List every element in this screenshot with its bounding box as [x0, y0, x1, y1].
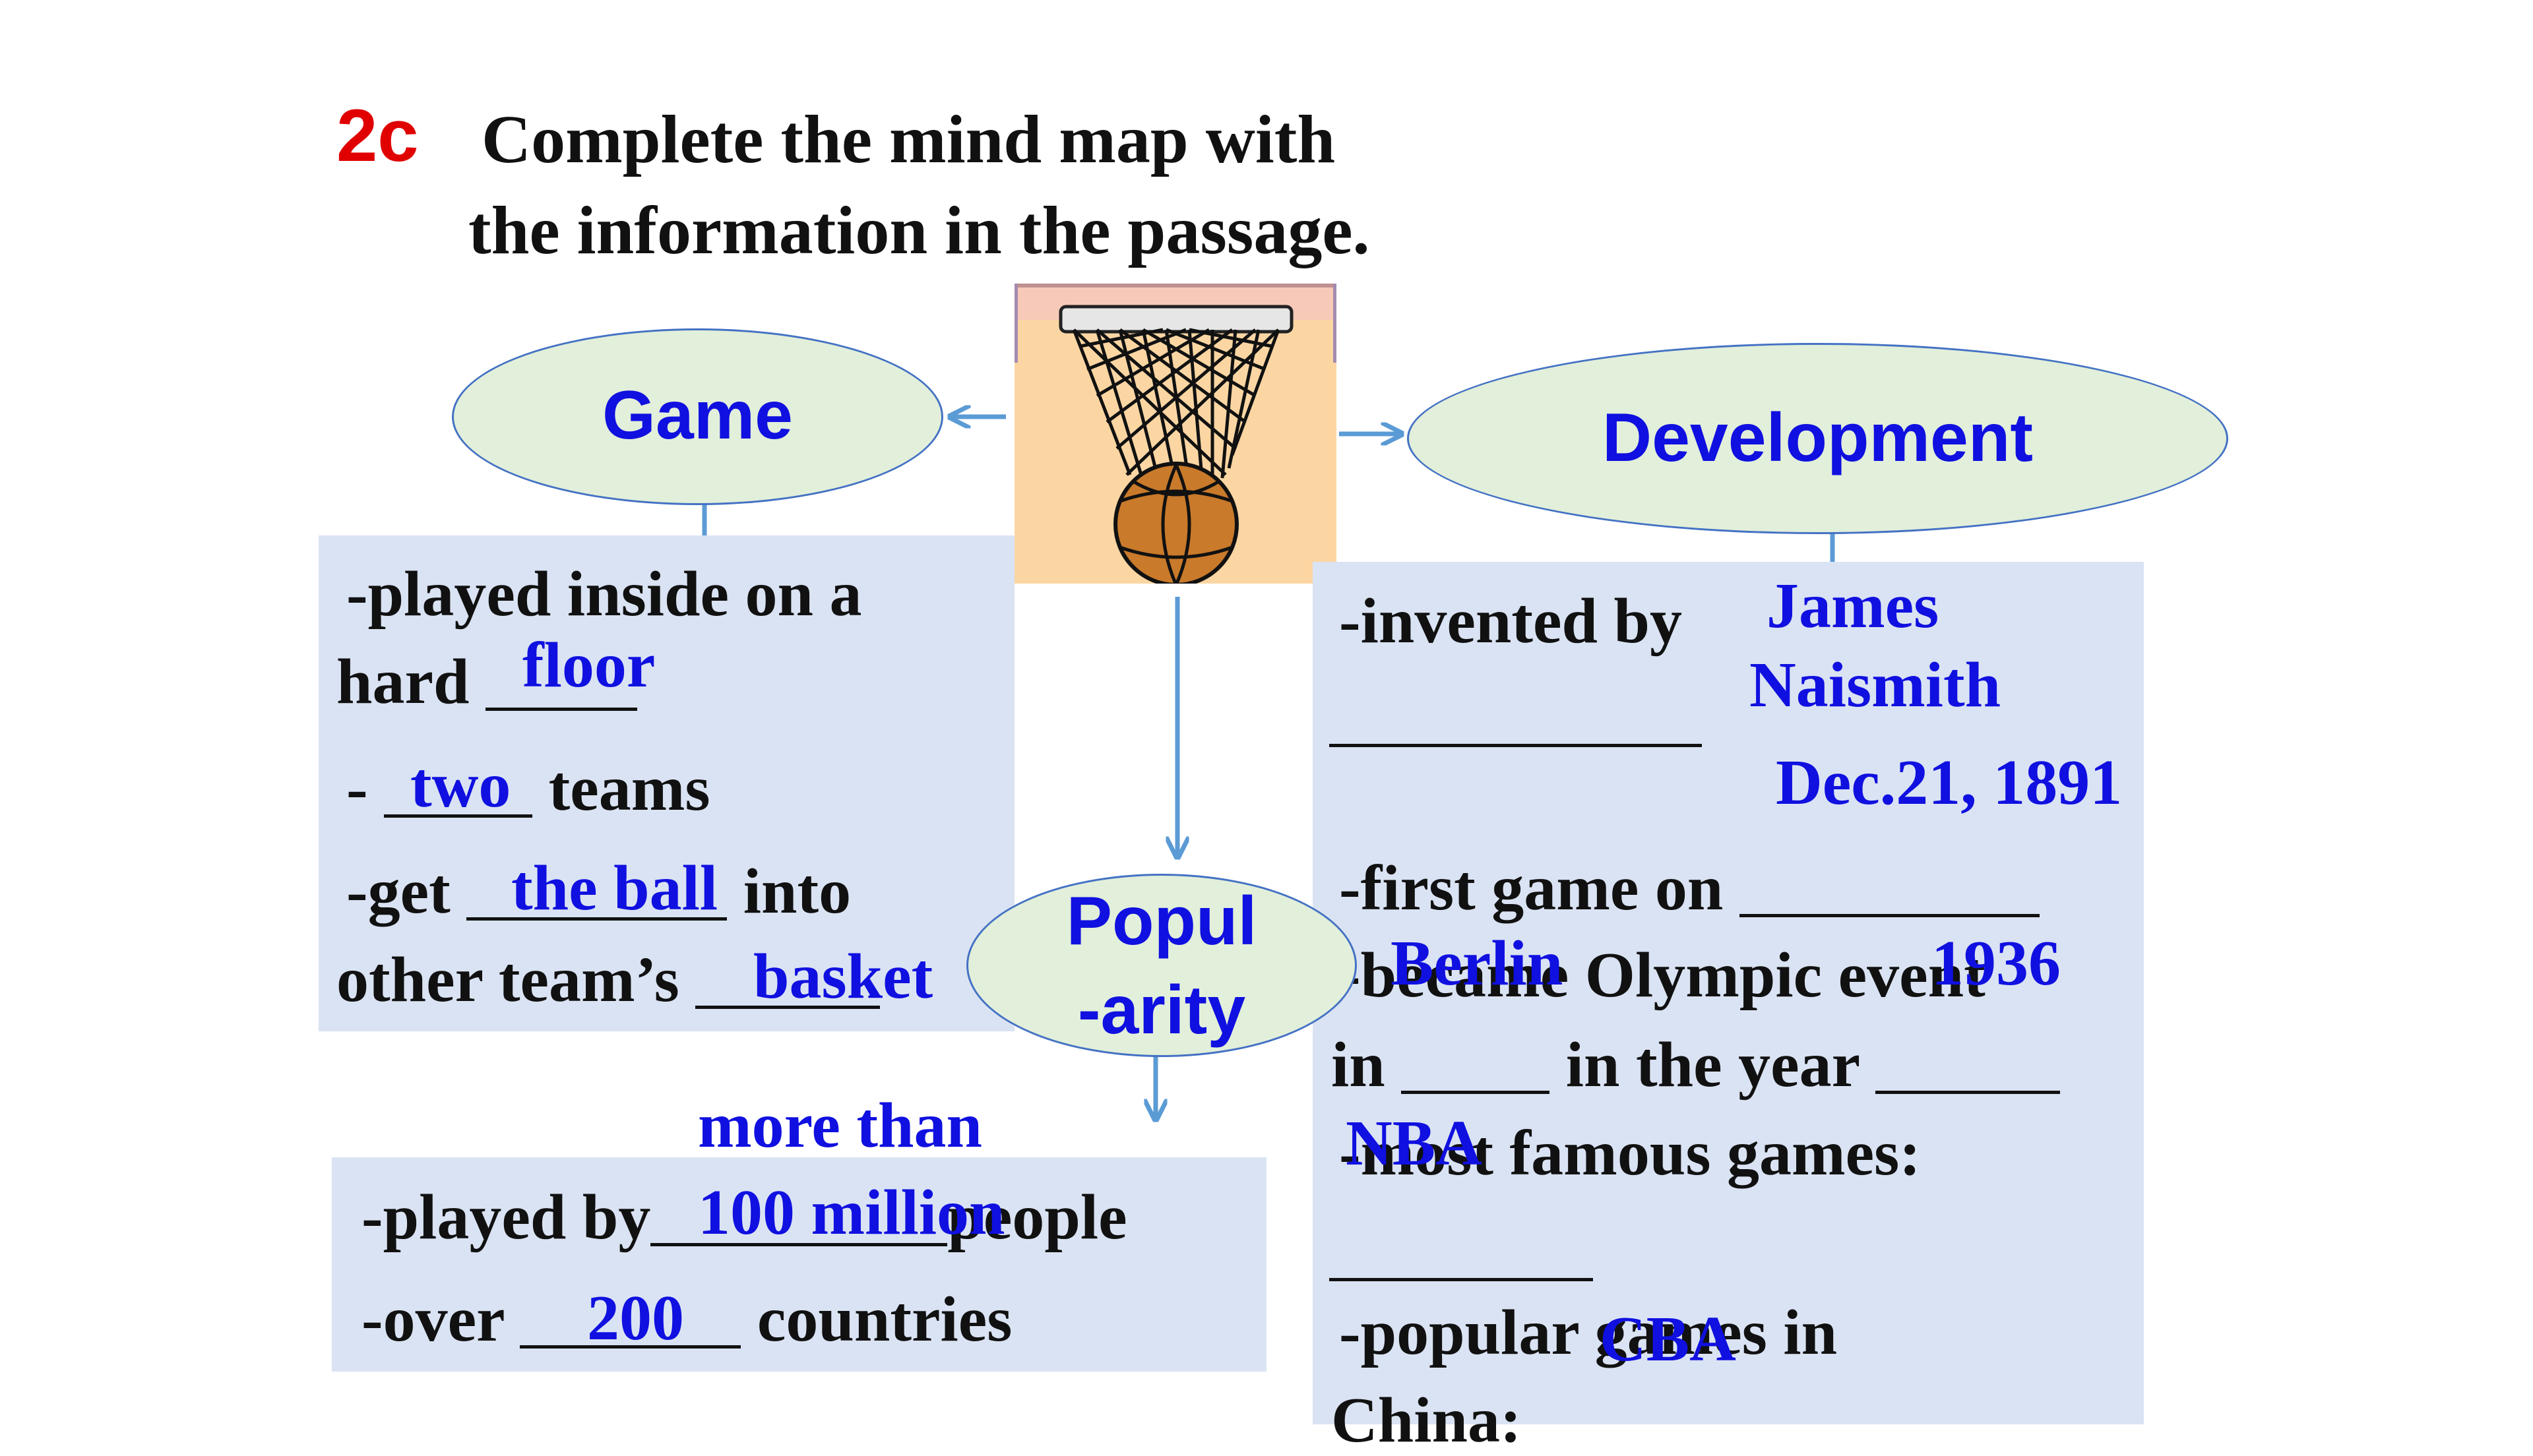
blank-two [384, 756, 533, 818]
answer-million: 100 million [698, 1177, 1005, 1248]
dev-line-4: in in the year [1331, 1033, 2060, 1097]
development-oval-label: Development [1602, 400, 2034, 476]
game-line-3: - teams [346, 753, 710, 824]
instruction-line-2: the information in the passage. [468, 193, 1370, 268]
bullet: - [346, 559, 368, 630]
blank-date [1739, 856, 2040, 917]
game-line-4: -get into [346, 856, 852, 927]
answer-ball: the ball [511, 853, 718, 924]
exercise-label: 2c [336, 94, 419, 177]
answer-city: Berlin [1391, 928, 1563, 999]
blank-year [1875, 1033, 2060, 1094]
bullet: - [1339, 586, 1361, 657]
bullet: - [361, 1182, 383, 1253]
blank-city [1401, 1033, 1550, 1094]
dev-line-1: -invented by [1339, 586, 1683, 657]
blank-famous [1329, 1278, 1593, 1281]
game-oval-label: Game [602, 377, 794, 454]
blank-count [520, 1287, 741, 1349]
answer-year: 1936 [1931, 928, 2061, 999]
popularity-info-box [332, 1157, 1266, 1372]
dev-line-7: China: [1331, 1385, 1522, 1456]
game-line-1: -played inside on a [346, 559, 862, 630]
dev-line-6: -popular games in [1339, 1297, 1838, 1368]
popularity-oval-label-1: Popul [1066, 883, 1257, 959]
bullet: - [1339, 1297, 1361, 1368]
dev-line-3: -became Olympic event [1339, 943, 1986, 1008]
bullet: - [361, 1284, 383, 1355]
pop-line-2: -over countries [361, 1284, 1013, 1355]
dev-line-5: -most famous games: [1339, 1118, 1921, 1189]
answer-more-than: more than [698, 1090, 982, 1161]
dev-line-2: -first game on [1339, 856, 2040, 921]
popularity-oval [966, 874, 1357, 1057]
answer-two: two [410, 750, 511, 821]
answer-count: 200 [587, 1283, 684, 1354]
basketball-net-icon [1015, 284, 1336, 584]
bullet: - [346, 753, 368, 824]
answer-famous: NBA [1346, 1108, 1482, 1179]
blank-inventor [1329, 744, 1702, 747]
basketball-hoop-image [1015, 284, 1336, 584]
popularity-oval-label-2: -arity [1077, 972, 1246, 1048]
answer-china: CBA [1600, 1304, 1736, 1375]
instruction-line-1: Complete the mind map with [482, 102, 1336, 177]
answer-inventor-first: James [1767, 570, 1939, 642]
answer-inventor-last: Naismith [1749, 650, 2001, 721]
bullet: - [1339, 1118, 1361, 1189]
answer-date: Dec.21, 1891 [1776, 747, 2123, 818]
bullet: - [1339, 853, 1361, 924]
answer-basket: basket [753, 941, 933, 1012]
blank-basket [695, 948, 881, 1009]
game-info-box [319, 535, 1015, 1031]
game-line-5: other team’s [336, 948, 881, 1012]
blank-floor [485, 650, 638, 711]
blank-ball [466, 859, 728, 921]
blank-million [650, 1185, 948, 1246]
game-oval [452, 328, 943, 505]
development-oval [1407, 343, 2228, 534]
bullet: - [346, 856, 368, 927]
answer-floor: floor [522, 630, 656, 701]
game-line-2: hard [336, 650, 638, 714]
